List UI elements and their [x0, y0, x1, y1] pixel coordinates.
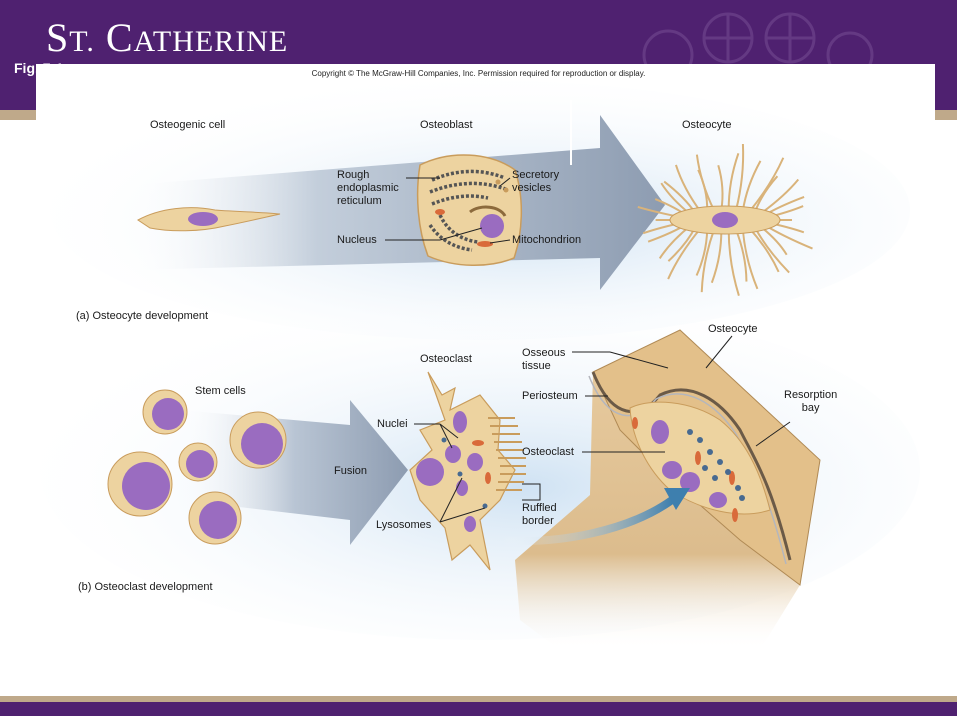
label-secretory-vesicles: Secretoryvesicles — [512, 169, 559, 195]
footer-band — [0, 702, 957, 716]
label-ruffled-border: Ruffledborder — [522, 502, 557, 528]
label-osteocyte-a: Osteocyte — [682, 119, 732, 132]
label-osteogenic-cell: Osteogenic cell — [150, 119, 225, 132]
caption-panel-a: (a) Osteocyte development — [76, 310, 208, 323]
label-nucleus: Nucleus — [337, 234, 377, 247]
label-osteoclast-bone: Osteoclast — [522, 446, 574, 459]
osteogenic-cell-nucleus — [188, 212, 218, 226]
label-fusion: Fusion — [334, 465, 367, 478]
label-osseous-tissue: Osseoustissue — [522, 347, 565, 373]
label-osteoblast: Osteoblast — [420, 119, 473, 132]
label-stem-cells: Stem cells — [195, 385, 246, 398]
label-nuclei: Nuclei — [377, 418, 408, 431]
label-lysosomes: Lysosomes — [376, 519, 431, 532]
label-resorption-bay: Resorptionbay — [784, 389, 837, 415]
label-mitochondrion: Mitochondrion — [512, 234, 581, 247]
caption-panel-b: (b) Osteoclast development — [78, 581, 213, 594]
osteoblast-cell — [418, 155, 522, 265]
label-osteoclast-title: Osteoclast — [420, 353, 472, 366]
label-osteocyte-b: Osteocyte — [708, 323, 758, 336]
label-rough-er: Roughendoplasmicreticulum — [337, 169, 399, 208]
label-periosteum: Periosteum — [522, 390, 578, 403]
